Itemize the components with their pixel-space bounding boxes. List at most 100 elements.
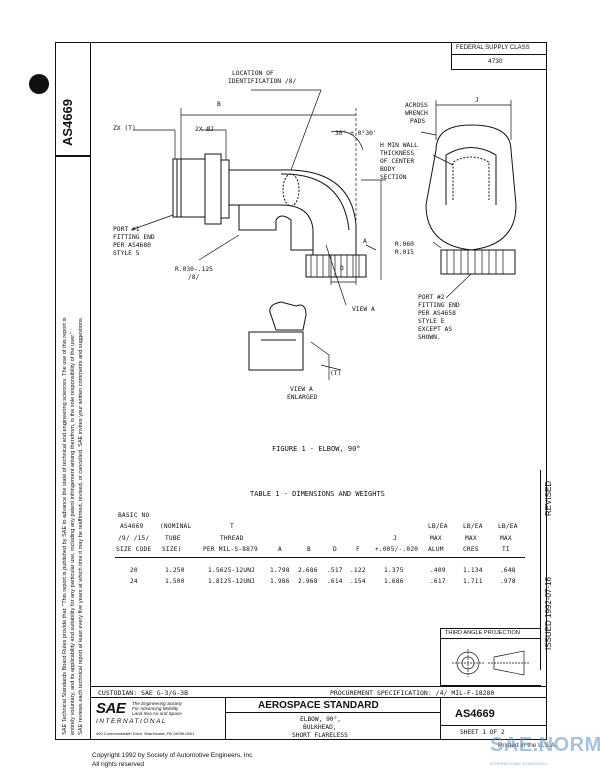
figure-caption: FIGURE 1 - ELBOW, 90° — [272, 445, 361, 453]
td-1-1: 1.500 — [165, 578, 185, 585]
th-3-1: SIZE) — [162, 546, 182, 553]
label-view-a-enlarged-1: VIEW A — [290, 386, 313, 393]
third-angle-box — [440, 628, 541, 686]
label-port2-a: PORT #2 — [418, 294, 445, 301]
label-angle: 30° ± 0°30' — [335, 130, 377, 137]
table-header-rule — [115, 557, 525, 558]
td-0-2: 1.5625-12UNJ — [208, 567, 256, 574]
rules-note-line-1: SAE Technical Standards Board Rules prov… — [62, 317, 68, 735]
doc-number-title-block: AS4669 — [455, 708, 495, 720]
label-dim-d: D — [340, 265, 344, 272]
custodian-top-rule — [90, 686, 547, 687]
side-view-thread — [440, 249, 516, 275]
table-caption: TABLE 1 - DIMENSIONS AND WEIGHTS — [250, 490, 385, 498]
td-0-5: .517 — [327, 567, 343, 574]
td-0-1: 1.250 — [165, 567, 185, 574]
label-dim-b: B — [217, 101, 221, 108]
rules-note-line-3: SAE reviews each technical report at lea… — [78, 316, 84, 735]
th-3-2: PER MIL-S-8879 — [203, 546, 258, 553]
label-port1-d: STYLE 5 — [113, 250, 140, 257]
td-1-6: .154 — [350, 578, 366, 585]
copyright-line-1: Copyright 1992 by Society of Automotive … — [92, 752, 253, 759]
label-port1-a: PORT #1 — [113, 226, 140, 233]
title-heading-rule — [225, 712, 440, 713]
td-0-7: 1.375 — [384, 567, 404, 574]
td-0-6: .122 — [350, 567, 366, 574]
rules-note-line-2: entirely voluntary, and its applicabilit… — [70, 331, 76, 735]
td-1-4: 2.968 — [298, 578, 318, 585]
label-port2-b: FITTING END — [418, 302, 460, 309]
sae-tagline-2: For Advancing Mobility — [132, 706, 179, 711]
th-3-0: SIZE CODE — [116, 546, 152, 553]
label-hmin-5: SECTION — [380, 174, 407, 181]
th-2-1: TUBE — [165, 535, 181, 542]
td-0-3: 1.798 — [270, 567, 290, 574]
third-angle-divider — [440, 638, 541, 639]
label-view-a-enlarged-2: ENLARGED — [287, 394, 318, 401]
th-1-2: T — [230, 523, 234, 530]
td-1-5: .614 — [327, 578, 343, 585]
td-1-9: 1.711 — [463, 578, 483, 585]
title-line-3: SHORT FLARELESS — [292, 732, 348, 739]
sae-address: 400 Commonwealth Drive, Warrendale, PA 1… — [96, 731, 195, 736]
th-3-6: F — [356, 546, 360, 553]
title-block-heading: AEROSPACE STANDARD — [258, 700, 379, 711]
custodian-bottom-rule — [90, 697, 547, 698]
docnum-rule — [440, 725, 547, 726]
td-0-4: 2.686 — [298, 567, 318, 574]
sae-tagline-1: The Engineering Society — [132, 701, 183, 706]
label-r-small-2: R.015 — [395, 249, 414, 256]
procurement-label: PROCUREMENT SPECIFICATION: /4/ MIL-F-182… — [330, 689, 495, 697]
th-3-9: CRES — [463, 546, 479, 553]
sae-international: INTERNATIONAL — [96, 718, 168, 725]
title-line-1: ELBOW, 90°, — [300, 716, 341, 723]
th-3-4: B — [307, 546, 311, 553]
label-port1-c: PER AS4680 — [113, 242, 151, 249]
th-2-10: MAX — [500, 535, 512, 542]
th-1-10: LB/EA — [498, 523, 518, 530]
td-1-2: 1.8125-12UNJ — [208, 578, 256, 585]
side-view-body — [425, 124, 517, 251]
sae-tagline-3: Land Sea Air and Space — [132, 711, 182, 716]
th-3-8: ALUM — [428, 546, 444, 553]
federal-supply-class-box — [451, 42, 547, 70]
custodian-label: CUSTODIAN: SAE G-3/G-3B — [98, 689, 189, 697]
th-2-0: /9/ /15/ — [118, 535, 150, 542]
td-1-3: 1.986 — [270, 578, 290, 585]
port1-hex-ring — [220, 159, 230, 219]
copyright-line-2: All rights reserved — [92, 761, 145, 768]
th-3-7: +.005/-.020 — [375, 546, 419, 553]
label-zx-t: ZX (T) — [113, 125, 136, 132]
th-1-0: AS4669 — [120, 523, 144, 530]
td-1-7: 1.686 — [384, 578, 404, 585]
label-loc-id: LOCATION OF — [232, 70, 274, 77]
issued-label: ISSUED 1992-07-16 — [544, 577, 553, 650]
th-2-8: MAX — [430, 535, 442, 542]
port1-flange — [204, 153, 222, 225]
th-0-0: BASIC NO — [118, 512, 150, 519]
title-line-2: BULKHEAD, — [303, 724, 337, 731]
revision-strip-divider — [540, 470, 541, 670]
elbow-body — [228, 169, 357, 256]
left-strip-divider — [55, 155, 90, 157]
th-1-9: LB/EA — [463, 523, 483, 530]
watermark-subtitle: INTERNATIONAL STANDARDS — [490, 761, 548, 766]
label-across-3: PADS — [410, 118, 426, 125]
label-port2-e: EXCEPT AS — [418, 326, 453, 333]
th-2-2: THREAD — [220, 535, 244, 542]
revised-label: REVISED — [544, 480, 553, 516]
doc-number-vertical: AS4669 — [60, 99, 75, 146]
fsc-label: FEDERAL SUPPLY CLASS — [456, 45, 530, 51]
port1-tube-end — [172, 158, 206, 218]
label-r-big-2: /8/ — [188, 274, 200, 281]
label-hmin-2: THICKNESS — [380, 150, 415, 157]
label-hmin-4: BODY — [380, 166, 396, 173]
label-dim-t: (T) — [330, 370, 342, 377]
printed-in: Printed in the U.S.A. — [498, 742, 557, 749]
td-1-8: .617 — [430, 578, 446, 585]
td-0-9: 1.134 — [463, 567, 483, 574]
label-port2-f: SHOWN. — [418, 334, 441, 341]
td-0-0: 20 — [130, 567, 138, 574]
label-dim-j: J — [475, 97, 479, 104]
label-2x-j: 2X ØJ — [195, 126, 214, 133]
